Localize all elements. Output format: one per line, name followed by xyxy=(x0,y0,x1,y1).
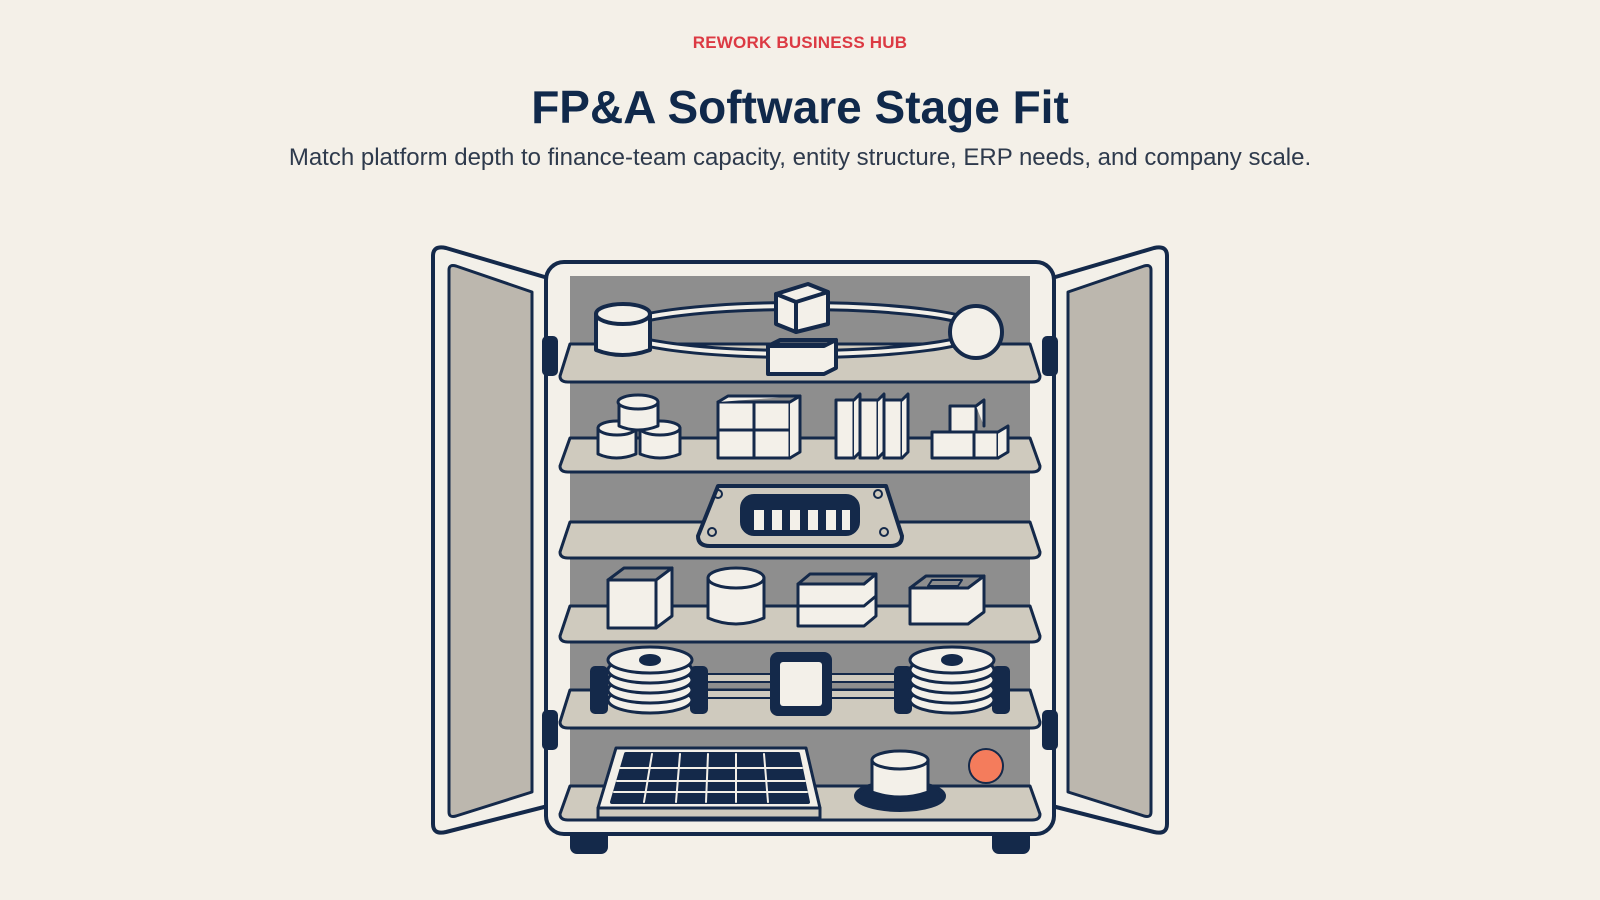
hinge-icon xyxy=(1042,336,1058,376)
page-subtitle: Match platform depth to finance-team cap… xyxy=(288,144,1312,171)
cabinet-door-left xyxy=(431,245,550,835)
integration-ring-icon xyxy=(594,282,1004,376)
cabinet-door-right xyxy=(1050,245,1169,835)
status-dot-icon xyxy=(968,748,1004,784)
cylinder-icon xyxy=(706,566,766,626)
hinge-icon xyxy=(1042,710,1058,750)
module-cylinders-icon xyxy=(596,393,682,460)
puck-icon xyxy=(854,749,946,812)
cube-icon xyxy=(606,566,674,630)
hinge-icon xyxy=(542,336,558,376)
page-title: FP&A Software Stage Fit xyxy=(531,81,1069,133)
hinge-icon xyxy=(542,710,558,750)
spreadsheet-grid-icon xyxy=(596,746,822,820)
data-reels-icon xyxy=(590,645,1010,716)
module-binders-icon xyxy=(834,392,910,460)
open-box-icon xyxy=(908,574,986,626)
stacked-trays-icon xyxy=(796,572,878,628)
brand-kicker: REWORK BUSINESS HUB xyxy=(692,33,908,52)
erp-connector-icon xyxy=(696,484,904,548)
module-grid-cubes-icon xyxy=(716,394,802,460)
module-stacked-blocks-icon xyxy=(930,398,1010,460)
